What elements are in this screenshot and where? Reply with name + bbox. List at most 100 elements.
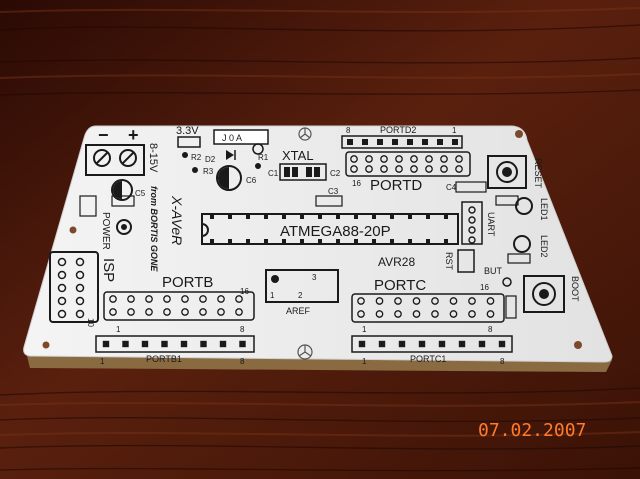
pin-pad xyxy=(452,139,458,145)
portb1-num1: 1 xyxy=(100,357,105,366)
c3-footprint xyxy=(315,195,343,207)
pin-pad xyxy=(357,297,365,305)
pin-pad xyxy=(458,340,466,348)
pin-pad xyxy=(358,340,366,348)
pin-pad xyxy=(357,310,365,318)
power-label: POWER xyxy=(100,212,111,250)
aref-num2: 2 xyxy=(298,291,303,300)
r5-footprint xyxy=(507,253,531,264)
pin-pad xyxy=(478,340,486,348)
mcu-pins xyxy=(210,215,448,243)
pin-pad xyxy=(318,215,322,219)
led1-label: LED1 xyxy=(539,198,549,221)
portc1-label: PORTC1 xyxy=(410,354,446,364)
mcu-label: ATMEGA88-20P xyxy=(280,223,391,240)
pin-pad xyxy=(210,215,214,219)
portd2-header xyxy=(341,135,463,149)
voltage-label: 8-15V xyxy=(147,143,159,173)
portb1-top-num8: 8 xyxy=(240,325,245,334)
power-led-footprint xyxy=(116,219,132,235)
wood-grain xyxy=(0,24,640,472)
jumper-label: J 0 A xyxy=(222,133,242,143)
pad xyxy=(192,167,198,173)
but-pad xyxy=(502,277,512,287)
xtal-label: XTAL xyxy=(282,148,314,163)
portc1-top-num1: 1 xyxy=(362,325,367,334)
pin-pad xyxy=(444,239,448,243)
pin-pad xyxy=(127,308,135,316)
mount-hole xyxy=(515,130,523,138)
pin-pad xyxy=(354,239,358,243)
portd2-num8: 8 xyxy=(346,126,351,135)
electrolytic-cap-c6 xyxy=(216,165,242,191)
portc-pins xyxy=(357,297,495,318)
boot-label: BOOT xyxy=(570,276,580,302)
portd2-pins xyxy=(347,139,458,145)
pin-pad xyxy=(127,295,135,303)
portb1-label: PORTB1 xyxy=(146,354,182,364)
fiducial-mark xyxy=(297,344,313,360)
pin-pad xyxy=(362,139,368,145)
pad xyxy=(182,152,188,158)
pad xyxy=(255,163,261,169)
pin-pad xyxy=(486,297,495,305)
pin-pad xyxy=(408,239,412,243)
r2-label: R2 xyxy=(191,153,202,162)
pin-pad xyxy=(390,215,394,219)
uart-pins xyxy=(468,206,476,244)
pin-pad xyxy=(141,340,149,348)
portd-header xyxy=(345,151,471,177)
xaver-label: X-AVeR xyxy=(169,195,185,245)
jumper-footprint xyxy=(213,129,269,145)
mount-hole xyxy=(69,226,77,234)
pin-pad xyxy=(219,340,227,348)
pin-pad xyxy=(408,215,412,219)
portc1-num1: 1 xyxy=(362,357,367,366)
reset-label: RESET xyxy=(533,158,543,189)
diode-symbol xyxy=(226,150,234,160)
c3-label: C3 xyxy=(328,187,339,196)
pin-pad xyxy=(455,155,463,163)
v33-label: 3.3V xyxy=(176,125,199,137)
portb-label: PORTB xyxy=(162,274,213,291)
portd2-label: PORTD2 xyxy=(380,125,416,135)
pin-pad xyxy=(378,340,386,348)
pin-pad xyxy=(431,310,439,318)
pin-pad xyxy=(161,340,168,348)
rst-footprint xyxy=(457,249,475,273)
pin-pad xyxy=(228,239,232,243)
c4-label: C4 xyxy=(446,183,457,192)
terminal-screw xyxy=(93,149,111,167)
date-stamp: 07.02.2007 xyxy=(478,420,586,441)
portc1-num8: 8 xyxy=(500,357,505,366)
pin-pad xyxy=(422,139,428,145)
pin-pad xyxy=(282,215,286,219)
pin-pad xyxy=(200,340,207,348)
led2-footprint xyxy=(513,235,531,253)
pin-pad xyxy=(440,165,448,173)
wood-highlights xyxy=(0,7,640,437)
pin-pad xyxy=(350,155,358,163)
pin-pad xyxy=(347,139,353,145)
pin-pad xyxy=(354,215,358,219)
pin-pad xyxy=(372,215,376,219)
terminal-screw xyxy=(119,149,137,167)
pin-pad xyxy=(418,340,426,348)
uart-label: UART xyxy=(486,212,496,237)
pin-pad xyxy=(300,215,304,219)
pin-pad xyxy=(407,139,413,145)
fiducial-mark xyxy=(298,127,312,141)
regulator-footprint xyxy=(177,136,201,148)
pin-pad xyxy=(455,165,463,173)
xtal-pads xyxy=(284,167,320,177)
pin-pad xyxy=(365,165,373,173)
pin-pad xyxy=(372,239,376,243)
pin-pad xyxy=(210,239,214,243)
pin-pad xyxy=(394,297,402,305)
portd-num16: 16 xyxy=(352,179,361,188)
c1-label: C1 xyxy=(268,169,279,178)
pin-pad xyxy=(217,308,225,316)
pin-pad xyxy=(395,165,403,173)
pin-pad xyxy=(350,165,358,173)
pin-pad xyxy=(246,239,250,243)
